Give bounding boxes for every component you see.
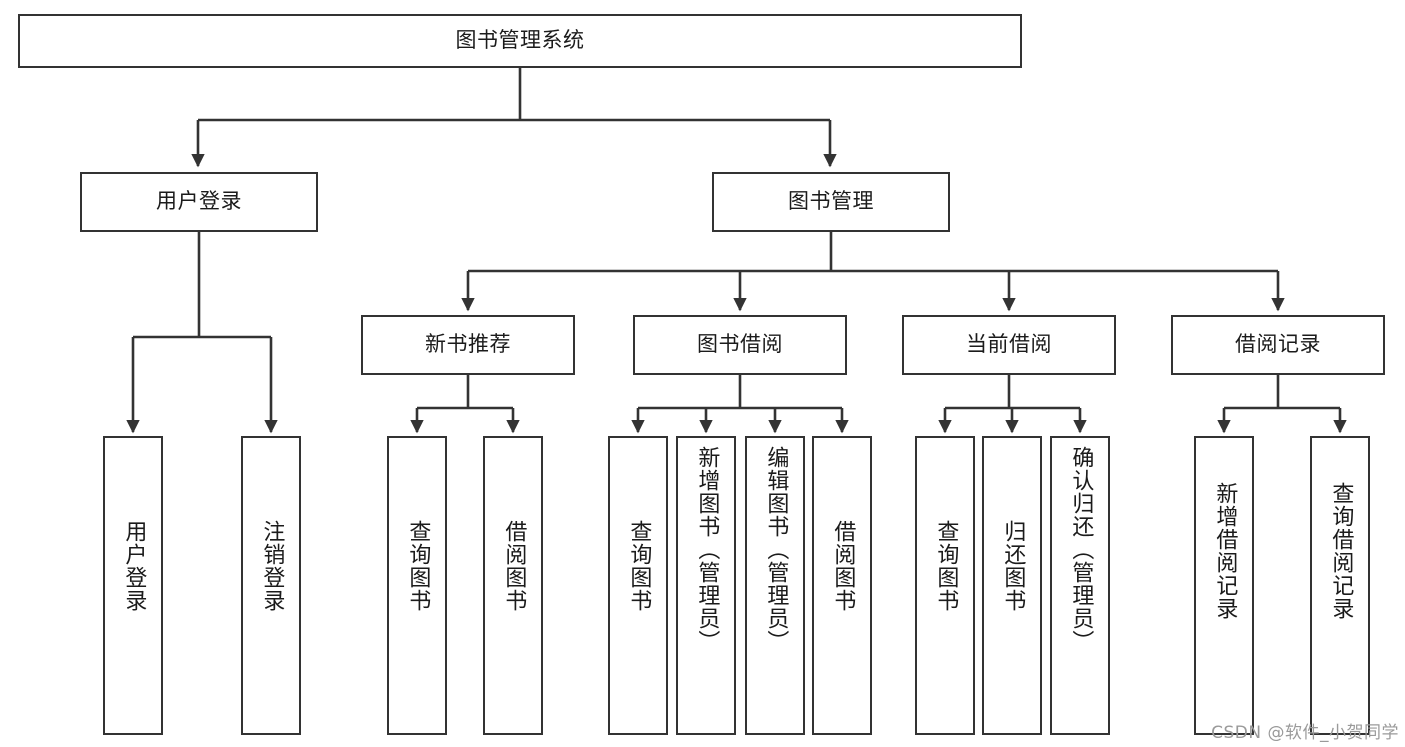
node-label: 查询图书 [626,520,652,612]
node-label: 图书管理系统 [455,28,585,53]
node-label: 借阅图书 [501,520,527,612]
node-label: 用户登录 [121,520,147,612]
node-label: 查询图书 [405,520,431,612]
node-leaf-query-book-1[interactable]: 查询图书 [387,436,447,735]
node-book-borrow[interactable]: 图书借阅 [633,315,847,375]
node-label: 借阅图书 [830,520,856,612]
node-book-manage[interactable]: 图书管理 [712,172,950,232]
node-root-system[interactable]: 图书管理系统 [18,14,1022,68]
node-leaf-borrow-book-1[interactable]: 借阅图书 [483,436,543,735]
node-leaf-user-login[interactable]: 用户登录 [103,436,163,735]
node-leaf-borrow-book-2[interactable]: 借阅图书 [812,436,872,735]
node-label: 用户登录 [156,189,242,214]
node-label: 图书管理 [788,189,874,214]
node-leaf-add-record[interactable]: 新增借阅记录 [1194,436,1254,735]
node-label: 归还图书 [1000,520,1026,612]
node-label: 新增图书（管理员） [694,446,720,653]
node-label: 查询图书 [933,520,959,612]
node-leaf-query-book-3[interactable]: 查询图书 [915,436,975,735]
node-leaf-user-logout[interactable]: 注销登录 [241,436,301,735]
node-label: 图书借阅 [697,332,783,357]
node-label: 新增借阅记录 [1212,482,1238,620]
node-label: 借阅记录 [1235,332,1321,357]
node-leaf-return-book[interactable]: 归还图书 [982,436,1042,735]
node-user-login[interactable]: 用户登录 [80,172,318,232]
node-leaf-confirm-return[interactable]: 确认归还（管理员） [1050,436,1110,735]
node-current-borrow[interactable]: 当前借阅 [902,315,1116,375]
node-leaf-edit-book[interactable]: 编辑图书（管理员） [745,436,805,735]
node-label: 当前借阅 [966,332,1052,357]
node-leaf-query-record[interactable]: 查询借阅记录 [1310,436,1370,735]
node-label: 编辑图书（管理员） [763,446,789,653]
node-new-book-rec[interactable]: 新书推荐 [361,315,575,375]
node-label: 确认归还（管理员） [1068,446,1094,653]
node-borrow-record[interactable]: 借阅记录 [1171,315,1385,375]
node-label: 新书推荐 [425,332,511,357]
node-leaf-add-book[interactable]: 新增图书（管理员） [676,436,736,735]
node-label: 注销登录 [259,520,285,612]
node-leaf-query-book-2[interactable]: 查询图书 [608,436,668,735]
node-label: 查询借阅记录 [1328,482,1354,620]
watermark-text: CSDN @软件_小贺同学 [1211,723,1399,743]
